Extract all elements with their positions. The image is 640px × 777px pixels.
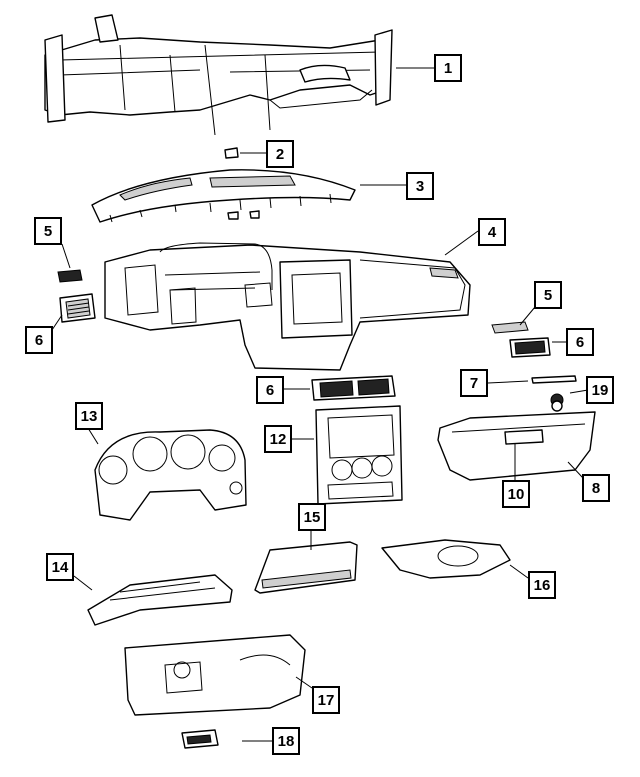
outlet-vent-left (59, 293, 96, 323)
callout-2: 2 (266, 140, 294, 168)
callout-1: 1 (434, 54, 462, 82)
callout-5-left: 5 (34, 217, 62, 245)
switch-knob (550, 393, 564, 412)
callout-14: 14 (46, 553, 74, 581)
callout-15: 15 (298, 503, 326, 531)
callout-4: 4 (478, 218, 506, 246)
callout-6-center: 6 (256, 376, 284, 404)
center-stack-bezel (315, 405, 403, 505)
callout-16: 16 (528, 571, 556, 599)
callout-6-left: 6 (25, 326, 53, 354)
callout-10: 10 (502, 480, 530, 508)
outlet-vent-left-small (57, 269, 83, 283)
instrument-panel (104, 242, 471, 371)
lower-trim-right (381, 539, 511, 579)
glove-box-door (437, 411, 596, 481)
cluster-bezel (94, 429, 247, 521)
outlet-vent-center (311, 375, 396, 401)
callout-19: 19 (586, 376, 614, 404)
lower-trim-left (87, 574, 233, 626)
outlet-vent-right (509, 337, 551, 358)
callout-13: 13 (75, 402, 103, 430)
outlet-vent-right-small (491, 321, 529, 334)
callout-17: 17 (312, 686, 340, 714)
lower-center-trim (254, 541, 358, 594)
clip-part (224, 147, 239, 159)
callout-5-right: 5 (534, 281, 562, 309)
knee-bolster (124, 634, 306, 716)
callout-6-right: 6 (566, 328, 594, 356)
cross-car-beam (44, 14, 393, 136)
callout-3: 3 (406, 172, 434, 200)
callout-18: 18 (272, 727, 300, 755)
trim-strip (531, 375, 577, 384)
callout-12: 12 (264, 425, 292, 453)
callout-8: 8 (582, 474, 610, 502)
instrument-panel-top-cover (91, 169, 356, 223)
callout-7: 7 (460, 369, 488, 397)
leader-lines (51, 67, 589, 742)
storage-bin (181, 729, 219, 749)
